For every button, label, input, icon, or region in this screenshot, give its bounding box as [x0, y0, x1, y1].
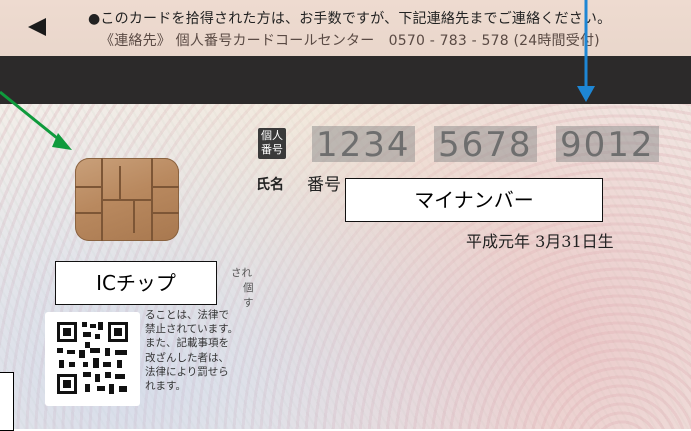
number-badge: 個人番号 — [258, 128, 286, 159]
icchip-caption: ICチップ — [55, 261, 217, 305]
number-group-1: 1234 — [312, 126, 415, 164]
warning-line: れます。 — [145, 380, 186, 393]
name-value: 番号 — [307, 175, 341, 195]
left-arrow-icon — [28, 18, 46, 36]
warning-fragment: され — [231, 267, 252, 279]
warning-fragment: 個 — [243, 282, 254, 294]
edge-marker — [0, 372, 14, 431]
name-label: 氏名 — [256, 177, 284, 193]
contact-text: 《連絡先》 個人番号カードコールセンター 0570 - 783 - 578 (2… — [100, 33, 600, 49]
warning-line: 法律により罰せら — [145, 365, 229, 378]
warning-line: 改ざんした者は、 — [145, 351, 229, 364]
birthdate: 平成元年 3月31日生 — [466, 232, 614, 251]
notice-strip: ●このカードを拾得された方は、お手数ですが、下記連絡先までご連絡ください。 《連… — [0, 0, 691, 58]
notice-text: ●このカードを拾得された方は、お手数ですが、下記連絡先までご連絡ください。 — [88, 11, 612, 27]
magnetic-stripe — [0, 56, 691, 104]
warning-line: また、記載事項を — [145, 337, 229, 350]
warning-line: ることは、法律で — [145, 309, 229, 321]
number-group-2: 5678 — [434, 126, 537, 164]
qr-code-icon — [57, 322, 128, 394]
qr-code — [45, 312, 140, 406]
ic-chip — [75, 158, 179, 241]
number-group-3: 9012 — [556, 126, 659, 164]
mynumber-caption: マイナンバー — [345, 178, 603, 222]
warning-text: ることは、法律で 禁止されています。 また、記載事項を 改ざんした者は、 法律に… — [145, 308, 255, 393]
warning-line: 禁止されています。 — [145, 323, 239, 336]
warning-fragment: す — [243, 297, 254, 309]
